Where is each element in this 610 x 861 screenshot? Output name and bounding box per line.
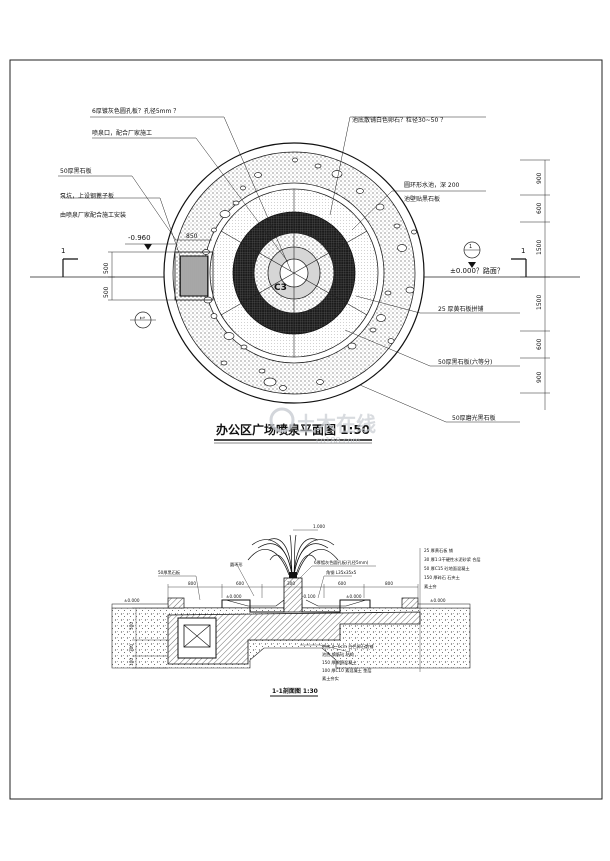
section-leaders [158, 548, 421, 672]
section-label-angle-steel: 角钢 L35x35x5 [326, 569, 357, 576]
dim-left-2: 500 [103, 286, 110, 298]
label-pump-2: 由喷泉厂家配合施工安装 [60, 211, 126, 219]
section-mark-right [511, 258, 527, 277]
section-layer-2: 30 厚1:3干硬性水泥砂浆 合层 [424, 556, 481, 563]
left-dimensions [108, 251, 175, 301]
label-yellow-stone: 25 厚黄石板拼铺 [438, 305, 484, 313]
section-layer-4: 150 厚碎石 石夹土 [424, 574, 460, 581]
section-label-pool: 圆环形 [230, 561, 243, 568]
section-label-black-stone: 50厚黑石板 [158, 569, 181, 576]
pool-left-water [225, 599, 285, 607]
pump-pit [179, 255, 209, 297]
dim-right-6: 900 [536, 371, 543, 383]
level-road-triangle [468, 262, 476, 268]
paving-left [111, 603, 169, 609]
plan-title: 办公区广场喷泉平面图 1:50 [216, 422, 370, 437]
section-pump-cross [183, 624, 211, 648]
dim-right-5: 600 [536, 338, 543, 350]
fountain-plan: 1 1 [30, 107, 580, 445]
level-road-label: ±0.000？路面？ [450, 266, 504, 275]
section-mark-left-label: 1 [61, 247, 65, 255]
section-bottom-4: 100 厚C10 素混凝土 垫层 [322, 667, 372, 674]
label-perforated-plate: 6厚镀灰色圆孔板？孔径5mm ？ [92, 107, 179, 115]
level-pit-label: -0.960 [128, 234, 151, 242]
section-bottom-3: 150 厚钢筋混凝土 [322, 659, 356, 666]
section-level-3: -0.100 [302, 594, 316, 599]
dim-right-2: 600 [536, 202, 543, 214]
section-dim-5: 800 [385, 581, 393, 586]
label-pool-bottom: 池底散铺白色卵石？粒径30~50 ？ [352, 116, 446, 124]
leader-lines [58, 116, 520, 423]
label-polished: 50厚磨光黑石板 [452, 414, 496, 422]
section-bottom-2: 池底 钢筋砼 结构 [322, 651, 354, 658]
section-dim-3: 300 [287, 581, 295, 586]
section-layer-3: 50 厚C15 砼地面混凝土 [424, 565, 470, 572]
watermark-sub: co188.com [316, 436, 360, 445]
six-division-lines [220, 189, 368, 357]
section-dim-4: 600 [338, 581, 346, 586]
label-nozzle: 喷泉口，配合厂家施工 [92, 129, 152, 137]
right-dimensions [520, 159, 550, 410]
fountain-jets [247, 534, 339, 576]
label-round-pool: 圆环形水池，深 200 [404, 181, 460, 189]
nozzle-head [289, 572, 297, 578]
center-label: C3 [274, 283, 287, 293]
watermark-main: 土木在线 [296, 412, 376, 436]
section-title: 1-1剖面图 1:30 [272, 687, 318, 695]
label-black-stone-six: 50厚黑石板(六等分) [438, 358, 492, 366]
section-dim-1: 800 [188, 581, 196, 586]
pebbles [202, 157, 417, 391]
section-left-dim-2: 300 [129, 644, 134, 652]
section-mark-right-label: 1 [521, 247, 525, 255]
section-level-4: ±0.000 [346, 594, 362, 599]
dim-left-1: 500 [103, 262, 110, 274]
dim-right-4: 1500 [536, 295, 543, 310]
curb-right [401, 597, 419, 609]
curb-left [167, 597, 185, 609]
pump-pit-frame [174, 251, 214, 301]
section-top-dims [167, 584, 419, 598]
section-level-2: ±0.000 [226, 594, 242, 599]
watermark-logo [269, 407, 295, 433]
section-left-dim-1: 500 [129, 622, 134, 630]
fountain-section: 1.000 800 600 [111, 524, 481, 697]
dim-right-1: 900 [536, 172, 543, 184]
section-left-dim-3: 100 [129, 658, 134, 666]
section-bottom-5: 素土夯实 [322, 675, 339, 682]
pool-right-water [305, 599, 367, 607]
paving-right [417, 603, 471, 609]
section-left-dims [132, 607, 168, 669]
section-layer-1: 25 厚黄石板 铺 [424, 547, 453, 554]
dim-850: 850 [186, 233, 198, 240]
detail-ref-left-label: 1 [138, 316, 145, 320]
section-dim-2: 600 [236, 581, 244, 586]
label-pump: 泵坑，上设钢蓖子板 [60, 192, 114, 200]
sheet-border [9, 59, 603, 800]
detail-ref-right-label: 1 [469, 244, 472, 250]
section-label-perforated: 6厚镀灰色圆孔板(孔径5mm) [314, 559, 369, 566]
label-pool-wall: 池壁贴黑石板 [404, 195, 440, 203]
section-bottom-1: 池底 4~6cm 白色卵石散铺 [322, 643, 373, 650]
section-level-1: ±0.000 [124, 598, 140, 603]
label-black-stone: 50厚黑石板 [60, 167, 92, 175]
level-pit-triangle [144, 244, 152, 250]
section-layer-5: 素土夯 [424, 583, 437, 590]
section-level-5: ±0.000 [430, 598, 446, 603]
dim-right-3: 1500 [536, 240, 543, 255]
jet-height-label: 1.000 [313, 524, 325, 529]
section-mark-left [62, 258, 78, 277]
